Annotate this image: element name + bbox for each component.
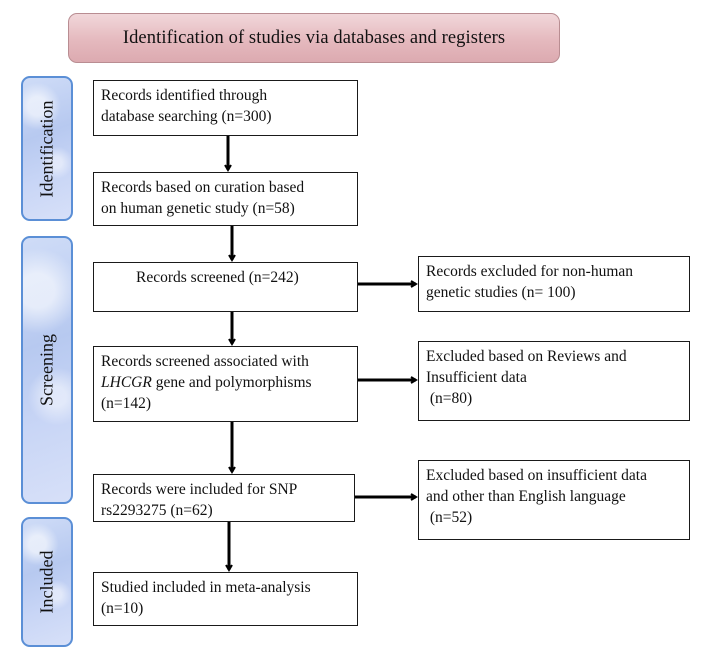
- box-text: Studied included in meta-analysis: [101, 579, 311, 596]
- box-text: gene and polymorphisms: [151, 373, 312, 391]
- box-text: Records screened (n=242): [136, 269, 299, 286]
- box-text: (n=10): [101, 599, 144, 617]
- box-text: Records excluded for non-human: [426, 263, 634, 280]
- box-text: Records identified through: [101, 87, 268, 104]
- box-screened-lhcgr: Records screened associated with LHCGR g…: [93, 346, 358, 422]
- flow-header: Identification of studies via databases …: [68, 13, 560, 63]
- box-text: genetic studies (n= 100): [426, 283, 576, 301]
- box-text: Excluded based on Reviews and: [426, 348, 627, 365]
- box-text: (n=52): [426, 508, 473, 526]
- stage-identification: Identification: [21, 76, 73, 221]
- box-text: rs2293275 (n=62): [101, 501, 213, 519]
- box-text: Records were included for SNP: [101, 481, 298, 498]
- box-meta-analysis: Studied included in meta-analysis (n=10): [93, 572, 358, 626]
- gene-name: LHCGR: [101, 373, 152, 391]
- box-text: on human genetic study (n=58): [101, 199, 295, 217]
- box-text: Insufficient data: [426, 368, 527, 386]
- box-text: database searching (n=300): [101, 107, 272, 125]
- box-text: Excluded based on insufficient data: [426, 467, 647, 484]
- box-text: Records based on curation based: [101, 179, 305, 196]
- box-excluded-reviews: Excluded based on Reviews and Insufficie…: [418, 341, 690, 421]
- stage-screening: Screening: [21, 236, 73, 504]
- box-text: and other than English language: [426, 487, 626, 505]
- box-included-snp: Records were included for SNP rs2293275 …: [93, 474, 355, 522]
- box-text: (n=142): [101, 394, 152, 412]
- box-records-screened: Records screened (n=242): [93, 262, 358, 312]
- box-text: LHCGR gene and polymorphisms: [101, 373, 350, 394]
- box-records-curation: Records based on curation based on human…: [93, 172, 358, 226]
- box-excluded-nonhuman: Records excluded for non-human genetic s…: [418, 256, 690, 312]
- header-title: Identification of studies via databases …: [122, 27, 506, 48]
- stage-included: Included: [21, 517, 73, 647]
- box-text: Records screened associated with: [101, 353, 309, 370]
- box-text: (n=80): [426, 389, 473, 407]
- box-excluded-language: Excluded based on insufficient data and …: [418, 460, 690, 540]
- box-records-identified: Records identified through database sear…: [93, 80, 358, 136]
